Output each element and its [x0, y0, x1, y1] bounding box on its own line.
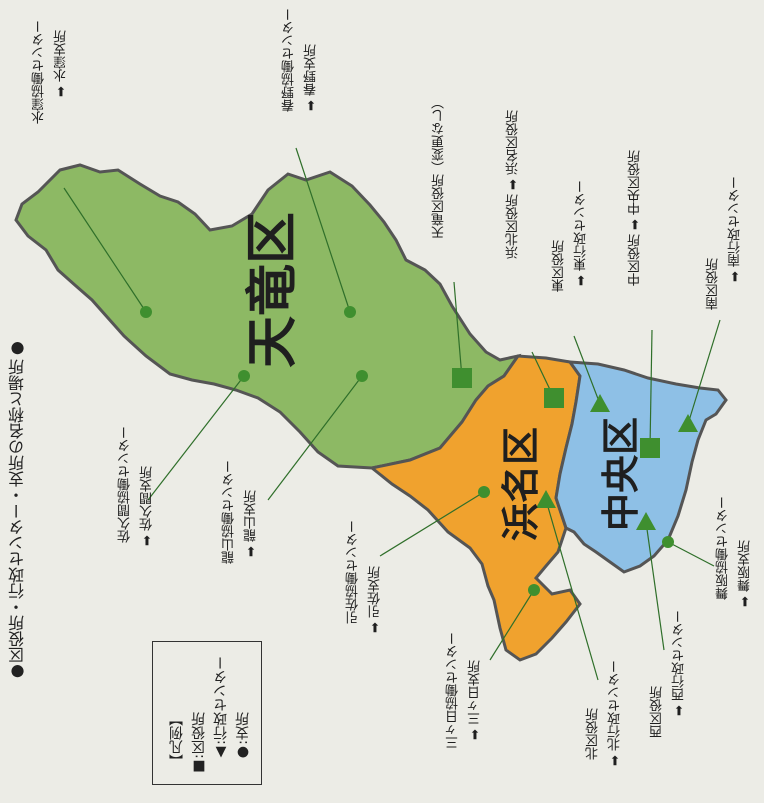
label-mizukubo-to: ➡ 水窪支所 — [54, 30, 69, 98]
label-sakuma-to: ➡ 佐久間支所 — [140, 466, 155, 547]
label-nishi: 西区役所 — [650, 686, 665, 738]
region-label-hamana: 浜名区 — [499, 427, 543, 541]
label-kita: 北区役所 — [586, 708, 601, 760]
marker-tenryu-office — [452, 368, 472, 388]
arrow-icon: ➡ — [506, 179, 521, 191]
legend: 【凡例】 ■:区役所 ▲:行政センター ●:支所 — [152, 641, 262, 785]
label-haruno-to: ➡ 春野支所 — [304, 44, 319, 112]
label-tatsuyama: 龍山協働センター — [222, 460, 237, 564]
label-haruno: 春野協働センター — [282, 8, 297, 112]
label-tatsuyama-to: ➡ 龍山支所 — [244, 490, 259, 558]
label-minami-to: ➡ 南行政センター — [728, 176, 743, 283]
arrow-icon: ➡ — [468, 729, 483, 741]
legend-branch: ●:支所 — [235, 712, 251, 761]
legend-ward-office: ■:区役所 — [191, 712, 207, 775]
marker-minami — [678, 414, 698, 432]
region-hamana[interactable] — [368, 354, 582, 662]
legend-title: 【凡例】 — [169, 712, 185, 768]
label-minami: 南区役所 — [706, 258, 721, 310]
label-higashi-to: ➡ 東行政センター — [574, 180, 589, 287]
label-sakuma: 佐久間協働センター — [118, 426, 133, 543]
marker-higashi — [590, 394, 610, 412]
label-maisaka: 舞阪協働センター — [716, 496, 731, 600]
arrow-icon: ➡ — [304, 100, 319, 112]
label-inasa: 引佐協働センター — [346, 520, 361, 624]
marker-mikkabi — [528, 584, 540, 596]
admin-center-markers — [536, 394, 698, 530]
arrow-icon: ➡ — [628, 219, 643, 231]
marker-nishi — [636, 512, 656, 530]
arrow-icon: ➡ — [574, 275, 589, 287]
legend-admin-center: ▲:行政センター — [213, 656, 229, 761]
arrow-icon: ➡ — [672, 705, 687, 717]
marker-mizukubo — [140, 306, 152, 318]
ward-office-markers — [452, 368, 660, 458]
branch-markers — [140, 306, 674, 596]
label-tenryu-office: 天竜区役所（変更なし） — [432, 96, 447, 239]
label-higashi: 東区役所 — [552, 240, 567, 292]
region-label-tenryu: 天竜区 — [243, 212, 303, 368]
arrow-icon: ➡ — [368, 622, 383, 634]
label-maisaka-to: ➡ 舞阪支所 — [738, 540, 753, 608]
label-kita-to: ➡ 北行政センター — [608, 660, 623, 767]
label-naka: 中区役所 ➡ 中央区役所 — [628, 150, 643, 287]
arrow-icon: ➡ — [140, 535, 155, 547]
arrow-icon: ➡ — [738, 596, 753, 608]
marker-chuo-office — [640, 438, 660, 458]
marker-sakuma — [238, 370, 250, 382]
marker-hamana-office — [544, 388, 564, 408]
label-mikkabi-to: ➡ 三ヶ日支所 — [468, 660, 483, 741]
label-hamakita: 浜北区役所 ➡ 浜名区役所 — [506, 110, 521, 260]
marker-tatsuyama — [356, 370, 368, 382]
label-mikkabi: 三ヶ日協働センター — [446, 632, 461, 749]
marker-maisaka — [662, 536, 674, 548]
arrow-icon: ➡ — [54, 86, 69, 98]
label-inasa-to: ➡ 引佐支所 — [368, 566, 383, 634]
marker-inasa — [478, 486, 490, 498]
arrow-icon: ➡ — [728, 271, 743, 283]
label-mizukubo: 水窪協働センター — [32, 20, 47, 124]
arrow-icon: ➡ — [244, 546, 259, 558]
marker-kita — [536, 490, 556, 508]
label-nishi-to: ➡ 西行政センター — [672, 610, 687, 717]
marker-haruno — [344, 306, 356, 318]
region-label-chuo: 中央区 — [599, 417, 643, 531]
region-chuo[interactable] — [554, 360, 728, 574]
arrow-icon: ➡ — [608, 755, 623, 767]
